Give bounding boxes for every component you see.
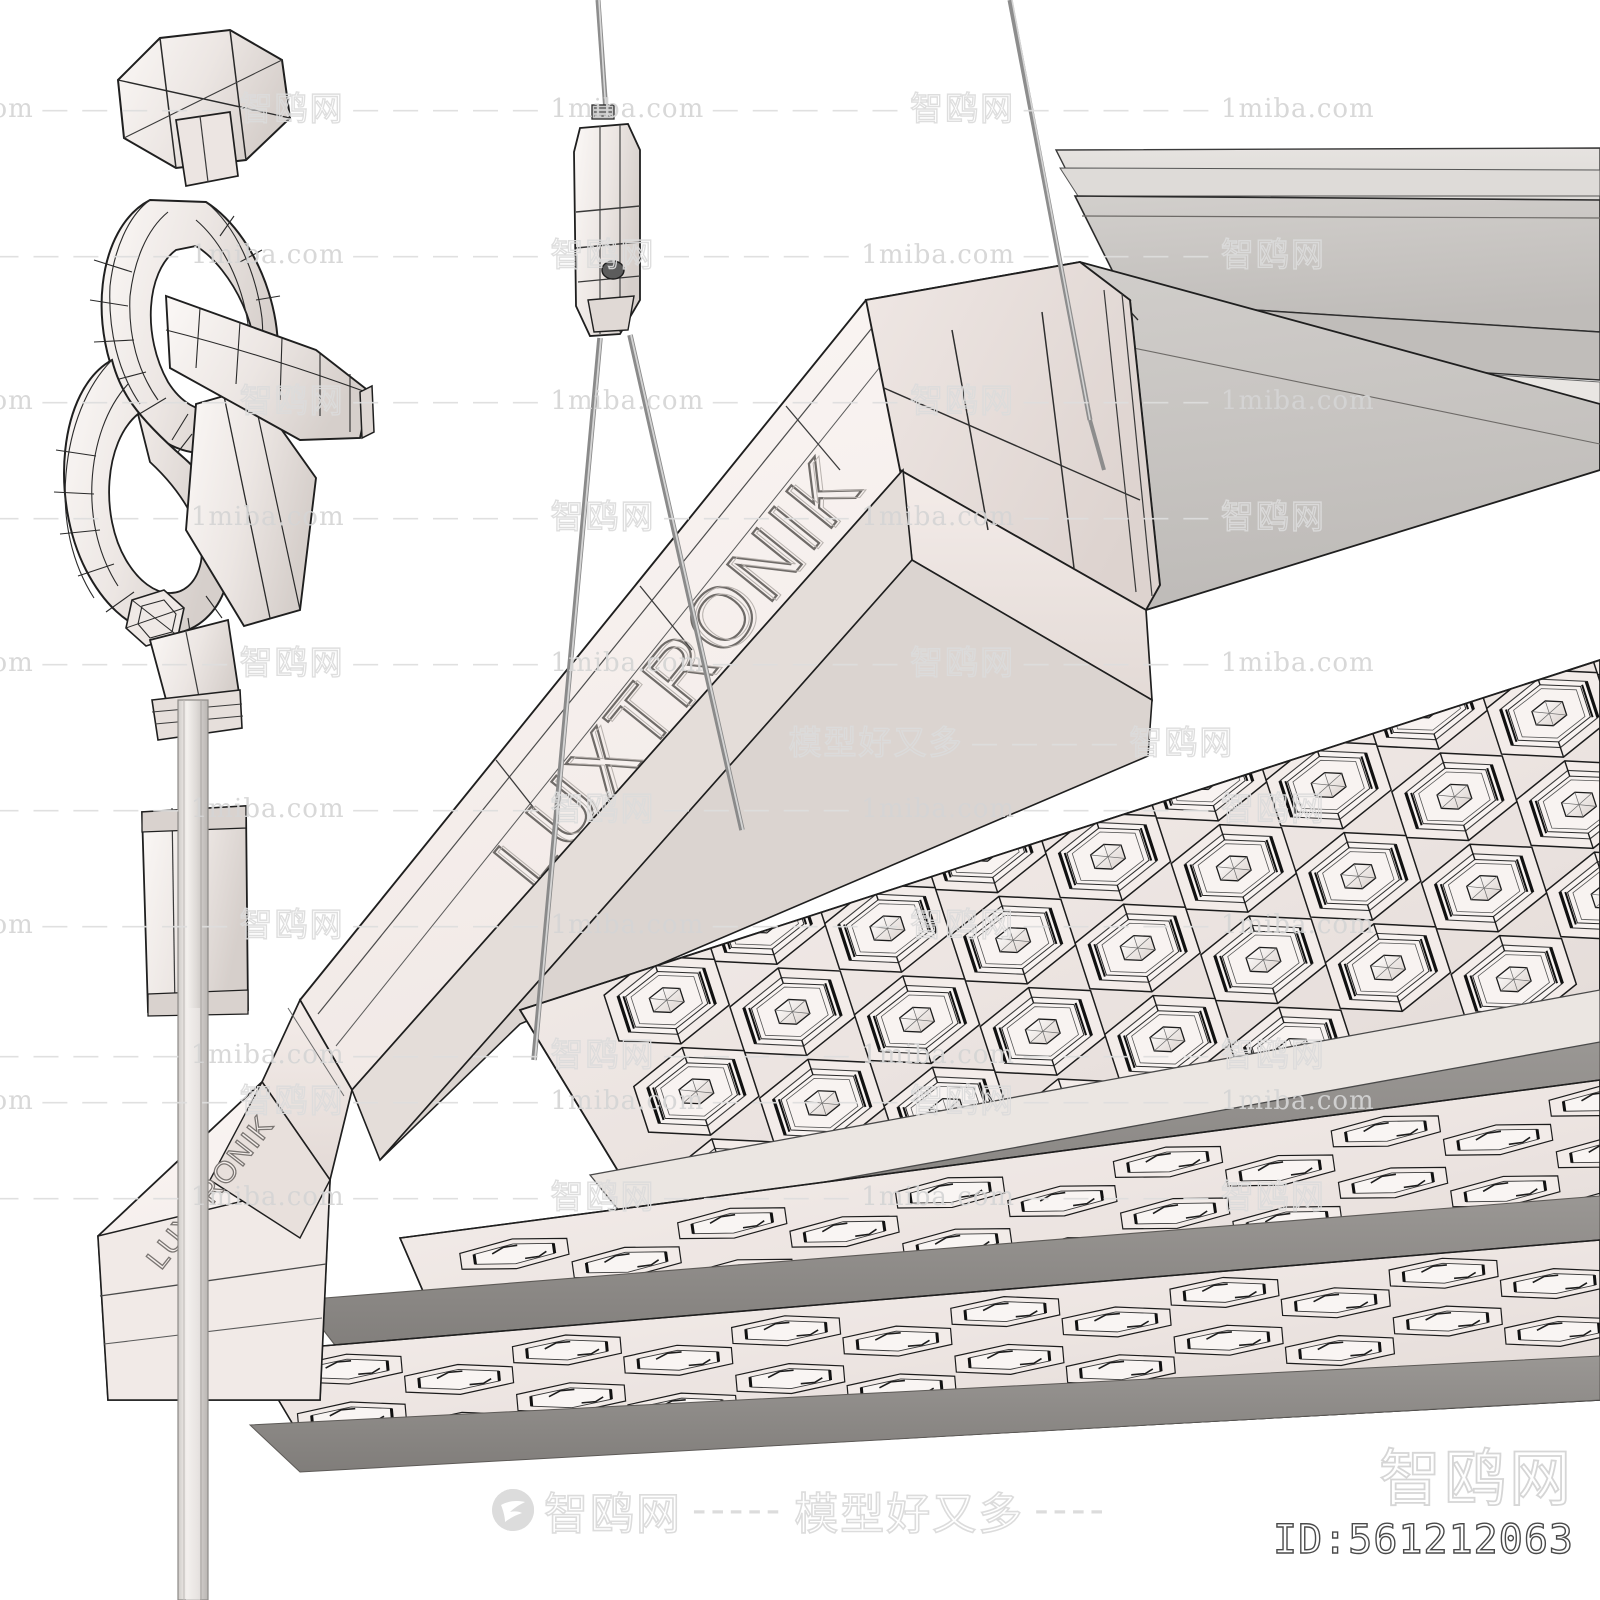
diffuser-rail-1 — [588, 989, 1600, 1219]
diffuser-shadow-channel-2 — [298, 1195, 1600, 1359]
diffuser-shadow-channel-3 — [248, 1355, 1600, 1473]
fixture-end-cap-right — [864, 260, 1161, 702]
suspension-cables — [531, 0, 1093, 1061]
vertical-support-rod — [177, 699, 209, 1600]
fixture-under-rim — [351, 468, 1153, 1162]
hook-chain-assembly — [53, 28, 375, 1017]
cable-gripper — [573, 104, 641, 337]
